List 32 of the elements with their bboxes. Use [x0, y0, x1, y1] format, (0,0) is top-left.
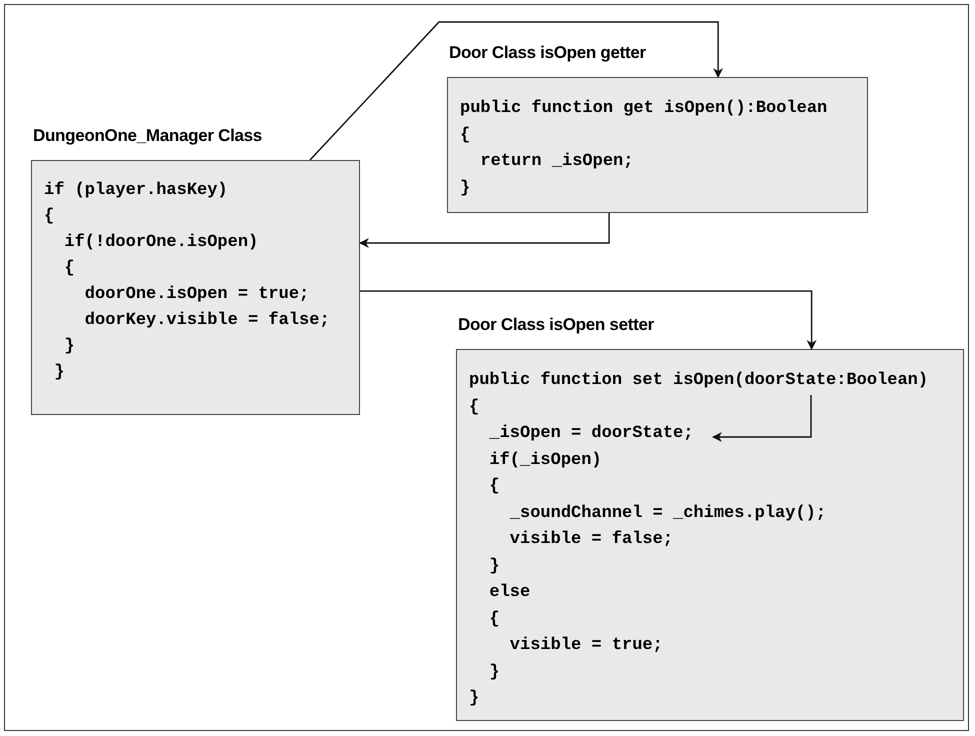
- code-line: _isOpen = doorState;: [488, 423, 694, 445]
- code-line: {: [44, 206, 54, 228]
- code-line: {: [460, 124, 470, 147]
- code-line: doorOne.isOpen = true;: [84, 284, 310, 306]
- code-line: }: [53, 362, 64, 384]
- code-line: if(_isOpen): [488, 450, 602, 472]
- code-line: {: [469, 396, 480, 418]
- arrow: [359, 213, 610, 248]
- box-heading: Door Class isOpen getter: [449, 43, 646, 63]
- code-line: doorKey.visible = false;: [84, 310, 330, 332]
- arrow: [360, 290, 817, 350]
- arrow: [712, 395, 812, 442]
- code-line: return _isOpen;: [479, 151, 634, 174]
- code-line: }: [460, 178, 470, 200]
- box-heading: Door Class isOpen setter: [458, 315, 654, 335]
- code-line: visible = false;: [508, 529, 674, 551]
- code-line: }: [469, 688, 480, 710]
- code-line: else: [488, 582, 530, 604]
- code-line: {: [488, 608, 500, 630]
- code-line: if (player.hasKey): [44, 180, 228, 202]
- code-line: }: [488, 662, 500, 684]
- code-line: public function get isOpen():Boolean: [460, 98, 828, 120]
- arrow: [309, 21, 724, 160]
- code-line: _soundChannel = _chimes.play();: [508, 502, 826, 524]
- code-line: if(!doorOne.isOpen): [63, 232, 258, 254]
- code-line: visible = true;: [508, 635, 663, 657]
- box-heading: DungeonOne_Manager Class: [33, 126, 262, 146]
- code-line: {: [63, 258, 75, 280]
- code-line: public function set isOpen(doorState:Boolean): [469, 370, 928, 392]
- code-line: {: [488, 476, 500, 498]
- code-line: }: [488, 556, 500, 578]
- code-line: }: [63, 336, 75, 358]
